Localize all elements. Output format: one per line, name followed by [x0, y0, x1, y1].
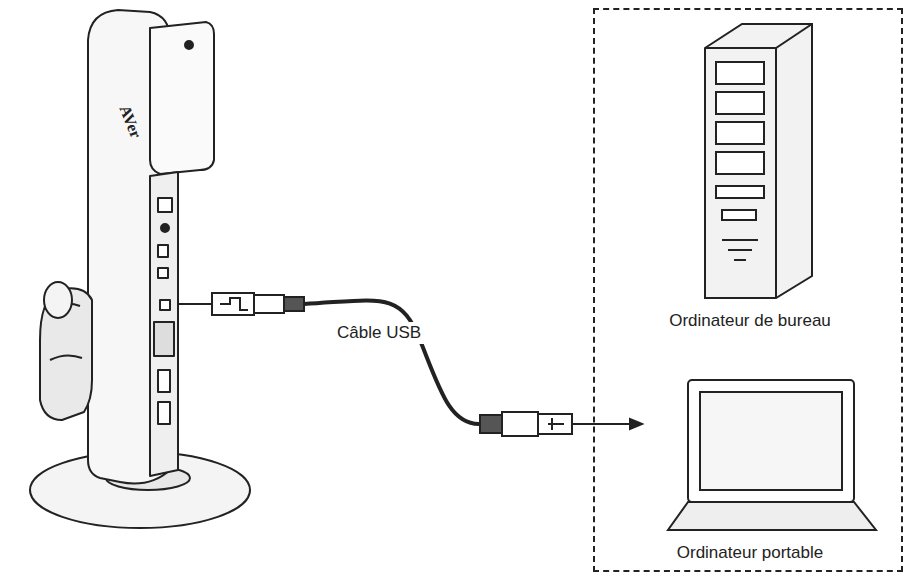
- usb-cable: [178, 293, 642, 436]
- desktop-computer: [705, 24, 812, 298]
- laptop-computer: [668, 380, 876, 530]
- device-name: Ordinateur portable: [605, 542, 895, 564]
- document-camera: [30, 10, 250, 528]
- cable-label: Câble USB: [334, 322, 424, 344]
- device-group: Ordinateur de bureauOrdinateur portable: [593, 8, 903, 572]
- device-name: Ordinateur de bureau: [660, 310, 840, 332]
